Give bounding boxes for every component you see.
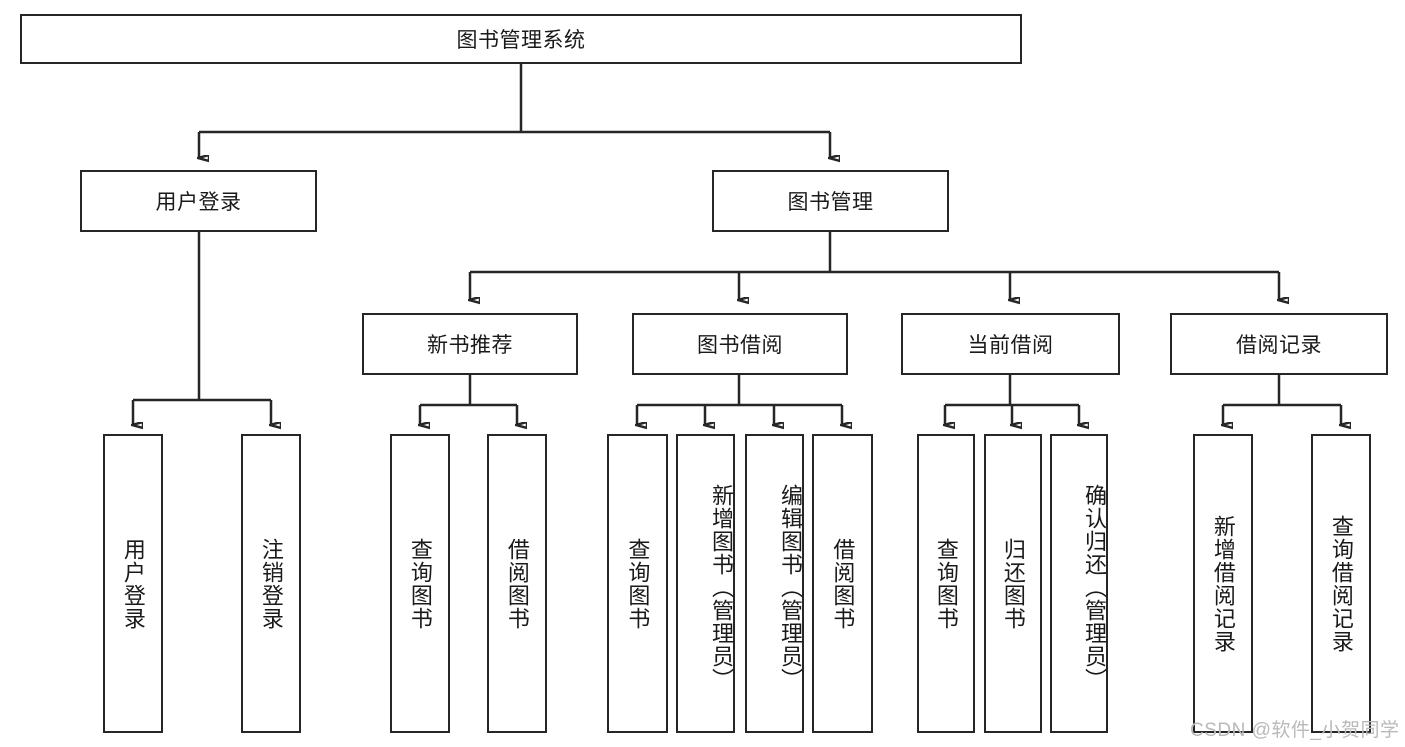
node-root-system[interactable]: 图书管理系统 [20, 14, 1022, 64]
node-current-borrow[interactable]: 当前借阅 [901, 313, 1120, 375]
node-label: 借阅图书 [504, 537, 530, 630]
leaf-user-login[interactable]: 用户登录 [103, 434, 163, 733]
csdn-watermark: CSDN @软件_小贺同学 [1190, 720, 1400, 741]
node-borrow-record[interactable]: 借阅记录 [1170, 313, 1388, 375]
node-label: 用户登录 [155, 191, 242, 214]
node-book-borrow[interactable]: 图书借阅 [632, 313, 848, 375]
leaf-user-logout[interactable]: 注销登录 [241, 434, 301, 733]
node-label: 编辑图书（管理员） [778, 484, 803, 691]
node-label: 注销登录 [258, 537, 284, 630]
node-book-management[interactable]: 图书管理 [712, 170, 949, 232]
node-label: 确认归还（管理员） [1082, 484, 1107, 691]
node-new-book-recommend[interactable]: 新书推荐 [362, 313, 578, 375]
node-label: 查询图书 [625, 537, 651, 630]
node-label: 图书管理系统 [456, 29, 586, 52]
node-label: 查询图书 [933, 537, 959, 630]
leaf-current-confirm-return-admin[interactable]: 确认归还（管理员） [1050, 434, 1108, 733]
leaf-record-add-record[interactable]: 新增借阅记录 [1193, 434, 1253, 733]
leaf-current-query-book[interactable]: 查询图书 [917, 434, 975, 733]
node-label: 新书推荐 [427, 334, 513, 357]
node-label: 归还图书 [1000, 537, 1026, 630]
node-label: 查询图书 [407, 537, 433, 630]
node-label: 新增图书（管理员） [709, 484, 734, 691]
leaf-current-return-book[interactable]: 归还图书 [984, 434, 1042, 733]
leaf-borrow-borrow-book[interactable]: 借阅图书 [812, 434, 873, 733]
leaf-record-query-record[interactable]: 查询借阅记录 [1311, 434, 1371, 733]
node-label: 图书管理 [787, 191, 874, 214]
node-label: 查询借阅记录 [1328, 514, 1354, 653]
leaf-recommend-borrow-book[interactable]: 借阅图书 [487, 434, 547, 733]
leaf-borrow-edit-book-admin[interactable]: 编辑图书（管理员） [745, 434, 804, 733]
node-label: 借阅记录 [1236, 334, 1322, 357]
node-label: 图书借阅 [697, 334, 783, 357]
node-label: 用户登录 [120, 537, 146, 630]
node-label: 新增借阅记录 [1210, 514, 1236, 653]
leaf-borrow-add-book-admin[interactable]: 新增图书（管理员） [676, 434, 735, 733]
leaf-borrow-query-book[interactable]: 查询图书 [607, 434, 668, 733]
node-user-login[interactable]: 用户登录 [80, 170, 317, 232]
node-label: 借阅图书 [830, 537, 856, 630]
node-label: 当前借阅 [967, 334, 1054, 357]
leaf-recommend-query-book[interactable]: 查询图书 [390, 434, 450, 733]
